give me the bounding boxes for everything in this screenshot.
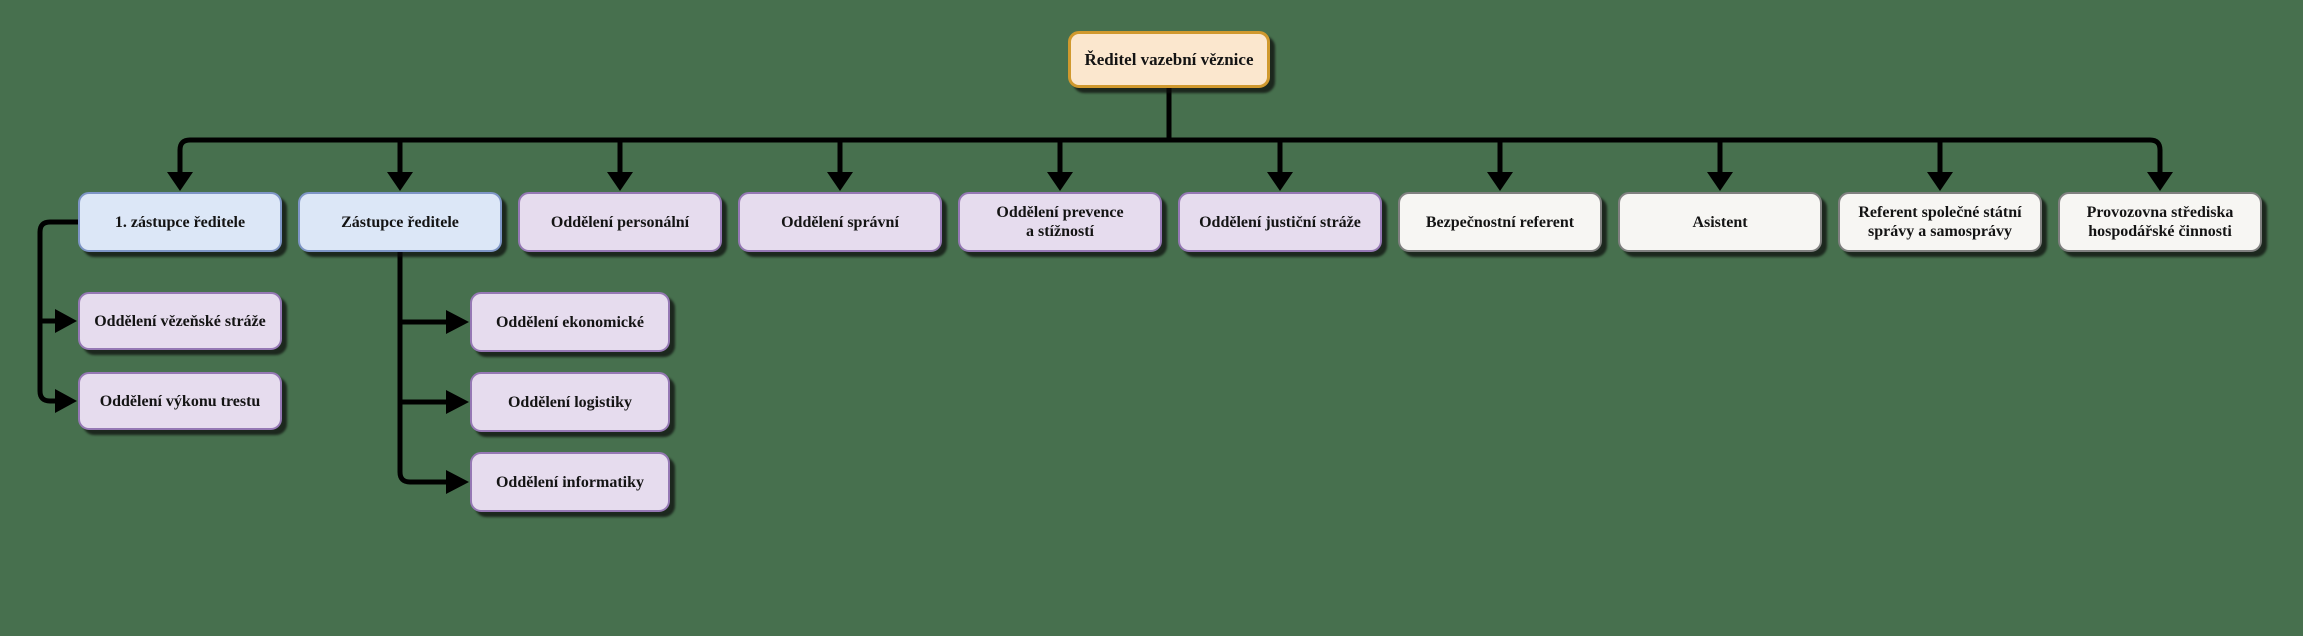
node-provozovna-strediska: Provozovna střediska hospodářské činnost… [2058,192,2262,252]
node-director: Ředitel vazební věznice [1068,31,1270,88]
arrow-down-icon [1707,172,1733,191]
node-dept-vykonu-trestu: Oddělení výkonu trestu [78,372,282,430]
arrow-right-icon [446,310,469,334]
node-dept-vezenske-straze: Oddělení vězeňské stráže [78,292,282,350]
deputy-branch-tees [400,319,446,405]
node-label: hospodářské činnosti [2088,223,2232,240]
arrow-down-icon [1927,172,1953,191]
node-label: a stížností [1026,223,1094,240]
connector-lines [37,85,2163,485]
deputy-branch-line [397,252,446,485]
arrow-right-icon [446,390,469,414]
node-label: Oddělení správní [781,213,899,231]
node-label: Oddělení logistiky [507,393,633,411]
node-bezpecnostni-referent: Bezpečnostní referent [1398,192,1602,252]
node-label: Bezpečnostní referent [1425,213,1575,231]
node-label: Ředitel vazební věznice [1084,50,1254,69]
arrow-down-icon [1267,172,1293,191]
node-label: Oddělení výkonu trestu [99,392,261,410]
node-label: Provozovna střediska [2086,204,2234,221]
arrow-down-icon [827,172,853,191]
node-dept-logistiky: Oddělení logistiky [470,372,670,432]
node-label: Oddělení ekonomické [495,313,644,331]
node-dept-personalni: Oddělení personální [518,192,722,252]
node-asistent: Asistent [1618,192,1822,252]
arrow-down-icon [387,172,413,191]
arrow-right-icon [55,389,77,413]
arrow-right-icon [55,309,77,333]
node-label: Oddělení prevence [996,204,1124,221]
node-label: Oddělení personální [550,213,690,231]
node-dept-justicni-straze: Oddělení justiční stráže [1178,192,1382,252]
arrowheads [55,172,2173,494]
node-deputy: Zástupce ředitele [298,192,502,252]
first-deputy-branch-line [37,219,78,404]
node-label: Oddělení informatiky [495,473,644,491]
node-referent-spolecne-spravy: Referent společné státní správy a samosp… [1838,192,2042,252]
node-label: 1. zástupce ředitele [114,213,246,231]
arrow-down-icon [607,172,633,191]
node-label: Oddělení vězeňské stráže [94,312,266,330]
arrow-down-icon [2147,172,2173,191]
node-label: Zástupce ředitele [341,213,459,231]
node-dept-ekonomicke: Oddělení ekonomické [470,292,670,352]
node-dept-spravni: Oddělení správní [738,192,942,252]
arrow-down-icon [1487,172,1513,191]
node-label: Asistent [1692,213,1748,231]
node-label: Referent společné státní [1858,204,2022,221]
rail-drop-lines [397,140,1943,180]
node-label: Oddělení justiční stráže [1199,213,1361,231]
node-dept-informatiky: Oddělení informatiky [470,452,670,512]
arrow-right-icon [446,470,469,494]
arrow-down-icon [167,172,193,191]
node-dept-prevence: Oddělení prevence a stížností [958,192,1162,252]
node-label: správy a samosprávy [1867,223,2012,240]
rail-line [177,137,2163,180]
node-first-deputy: 1. zástupce ředitele [78,192,282,252]
arrow-down-icon [1047,172,1073,191]
